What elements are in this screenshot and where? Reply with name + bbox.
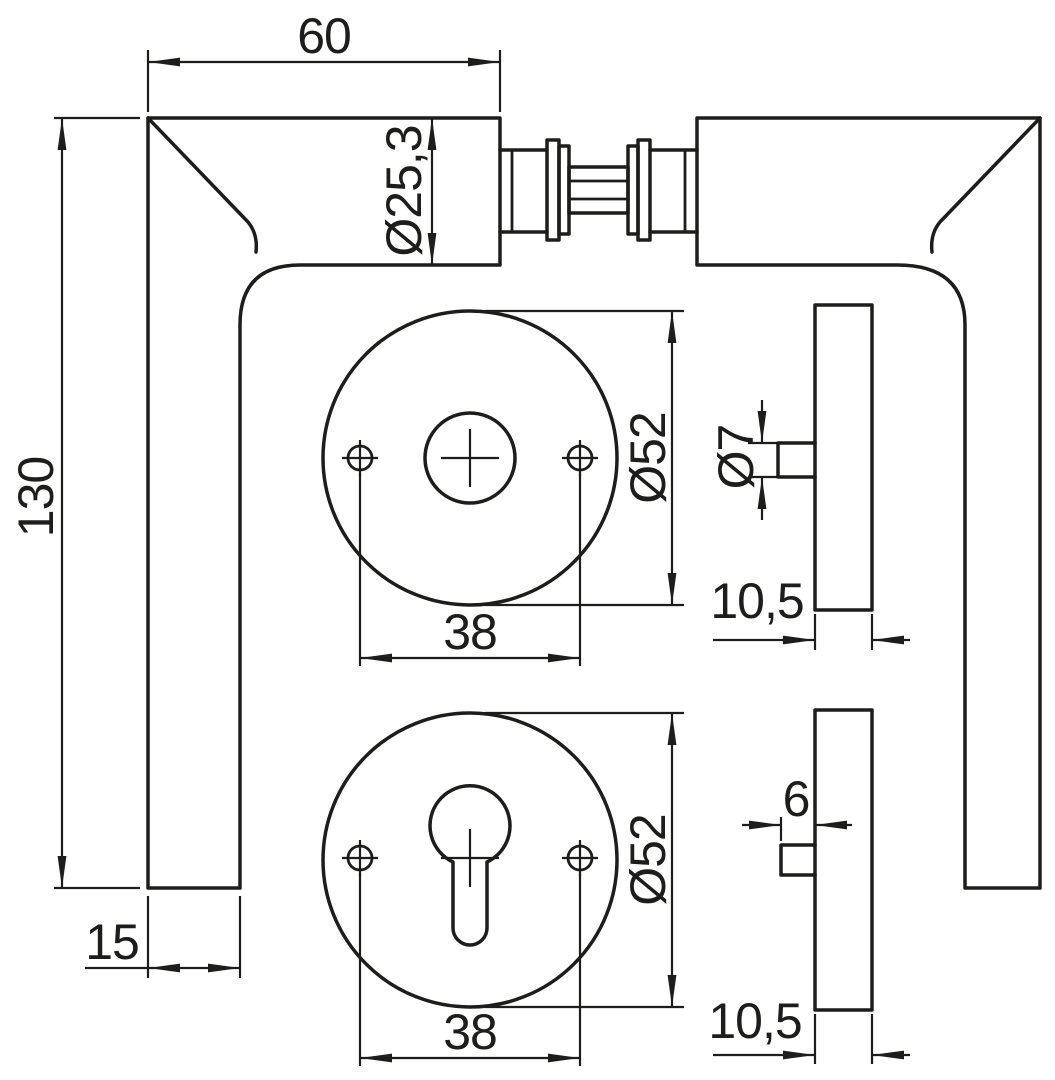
rose-bottom-front-view xyxy=(321,711,619,1009)
dimension-spigot-width: 6 xyxy=(742,771,852,841)
dim-label-grip-end-width: 15 xyxy=(85,914,139,970)
dim-label-bottom-rose-diameter: Ø52 xyxy=(620,814,676,906)
rose-top-side-spigot xyxy=(776,441,817,479)
right-collar-flange xyxy=(636,138,652,242)
dimension-bottom-screw-spacing: 38 xyxy=(358,874,582,1066)
spindle-assembly xyxy=(498,138,699,242)
dimension-top-screw-spacing: 38 xyxy=(358,474,582,666)
rose-top-side-view xyxy=(776,303,874,612)
right-handle xyxy=(695,116,1042,890)
rose-bottom-side-view xyxy=(779,708,874,1012)
arrowhead-left xyxy=(148,963,180,973)
arrowhead-right xyxy=(208,963,240,973)
left-collar-flange xyxy=(545,138,561,242)
extension-line xyxy=(485,309,684,607)
dim-label-top-rose-thickness: 10,5 xyxy=(710,573,803,629)
dimension-grip-end-width: 15 xyxy=(85,896,242,978)
dim-label-bottom-rose-thickness: 10,5 xyxy=(708,993,801,1049)
dimension-handle-drop: 130 xyxy=(8,116,140,890)
rose-top-front-view xyxy=(321,309,619,607)
dimension-bottom-rose-thickness: 10,5 xyxy=(708,993,910,1064)
extension-line xyxy=(813,1014,874,1064)
rose-top-outer-circle xyxy=(321,309,619,607)
rose-bottom-screw-left-cross xyxy=(342,840,378,876)
dim-label-top-screw-spacing: 38 xyxy=(443,604,497,660)
dim-label-spigot-diameter: Ø7 xyxy=(708,425,764,490)
right-handle-cone-edge xyxy=(929,116,1042,254)
extension-line xyxy=(485,711,684,1009)
dimension-projection-width: 60 xyxy=(146,8,502,112)
extension-line xyxy=(358,474,582,666)
rose-bottom-outer-circle xyxy=(321,711,619,1009)
rose-bottom-screw-right-cross xyxy=(562,840,598,876)
rose-top-spindle-hole xyxy=(423,411,517,505)
extension-line xyxy=(54,116,140,890)
rose-top-screw-left-cross xyxy=(342,440,378,476)
rose-top-screw-right-cross xyxy=(562,440,598,476)
rose-top-side-body xyxy=(813,303,874,612)
dim-label-top-rose-diameter: Ø52 xyxy=(620,412,676,504)
dimension-grip-diameter: Ø25,3 xyxy=(376,118,437,265)
dimension-spigot-diameter: Ø7 xyxy=(708,400,778,520)
right-handle-outline xyxy=(695,116,1042,890)
extension-line xyxy=(146,896,242,978)
dim-label-bottom-screw-spacing: 38 xyxy=(443,1004,497,1060)
dimension-top-rose-diameter: Ø52 xyxy=(485,309,684,607)
left-handle-outline xyxy=(146,116,502,890)
dimension-bottom-rose-diameter: Ø52 xyxy=(485,711,684,1009)
dim-label-spigot-width: 6 xyxy=(783,771,810,827)
rose-bottom-center-cross xyxy=(441,829,499,887)
rose-top-center-cross xyxy=(441,429,499,487)
rose-bottom-side-body xyxy=(813,708,874,1012)
left-handle-cone-edge xyxy=(146,116,259,254)
dimension-top-rose-thickness: 10,5 xyxy=(710,573,910,650)
square-spindle xyxy=(567,165,630,215)
left-handle xyxy=(146,116,502,890)
euro-profile-cutout xyxy=(428,784,512,947)
extension-line xyxy=(358,874,582,1066)
extension-line xyxy=(813,614,874,650)
dim-label-handle-drop: 130 xyxy=(8,457,64,537)
rose-bottom-side-spigot xyxy=(779,843,817,877)
dim-label-grip-diameter: Ø25,3 xyxy=(376,125,432,256)
dim-label-projection-width: 60 xyxy=(297,8,351,64)
